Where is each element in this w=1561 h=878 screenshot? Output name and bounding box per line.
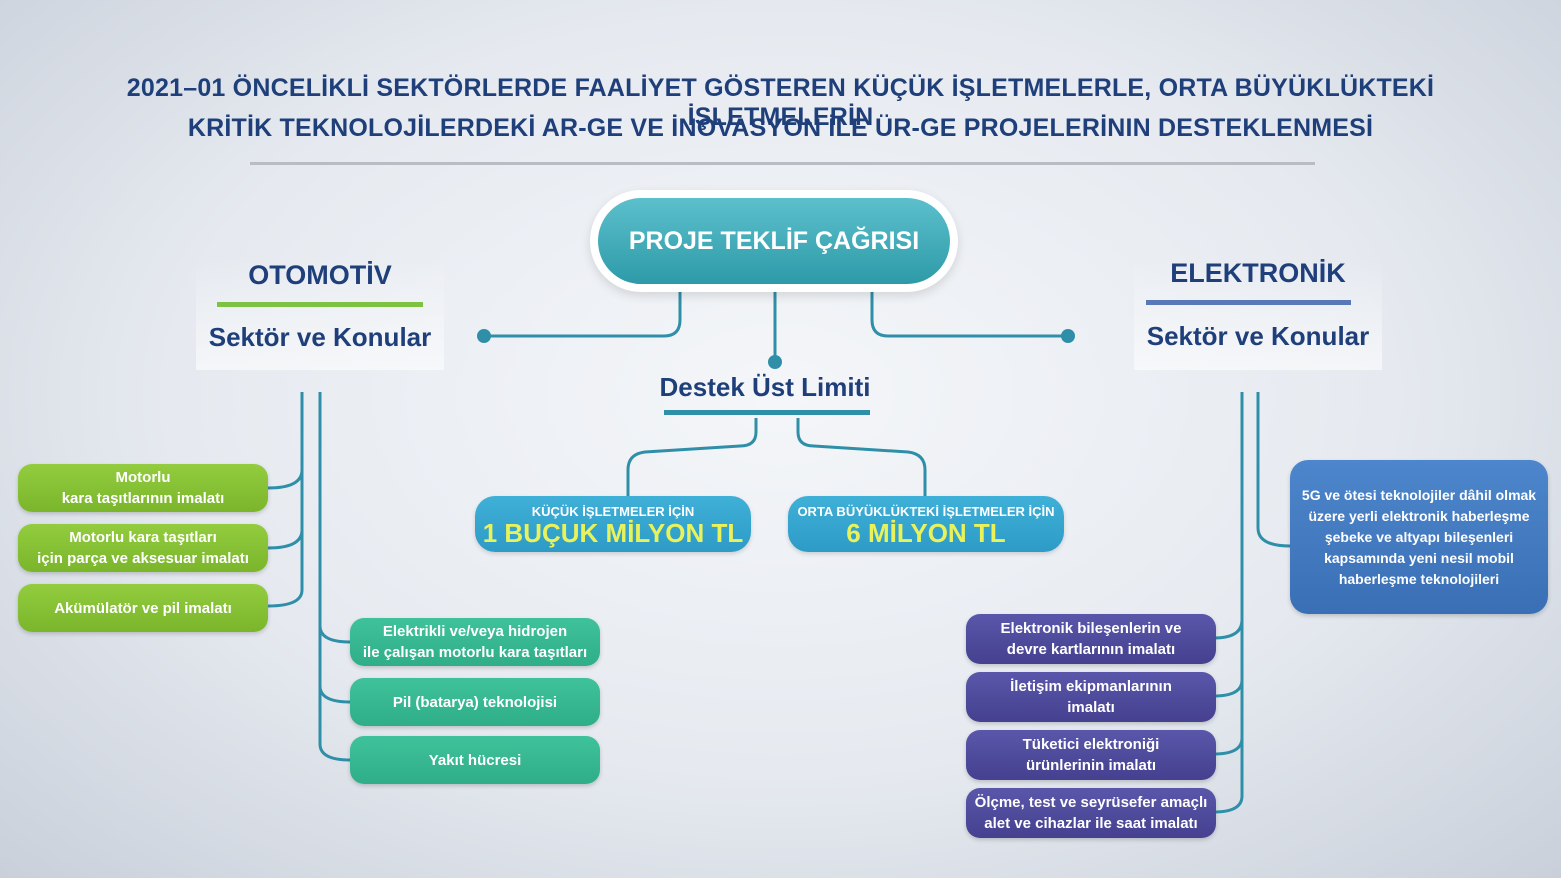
automotive-item-battery-technology: Pil (batarya) teknolojisi bbox=[350, 678, 600, 726]
electronics-item-consumer-electronics: Tüketici elektroniği ürünlerinin imalatı bbox=[966, 730, 1216, 780]
item-text-line: İletişim ekipmanlarının bbox=[1010, 678, 1172, 695]
automotive-subheading: Sektör ve Konular bbox=[208, 322, 432, 352]
connector-limit-small bbox=[626, 418, 758, 496]
page-title-line-1: 2021–01 ÖNCELİKLİ SEKTÖRLERDE FAALİYET G… bbox=[126, 74, 1435, 131]
electronics-item-communication-equipment: İletişim ekipmanlarının imalatı bbox=[966, 672, 1216, 722]
electronics-heading: ELEKTRONİK bbox=[1170, 258, 1346, 288]
connector-green-1 bbox=[267, 392, 304, 490]
automotive-item-vehicle-manufacturing: Motorlu kara taşıtlarının imalatı bbox=[18, 464, 268, 512]
item-text-line: alet ve cihazlar ile saat imalatı bbox=[984, 815, 1198, 832]
item-text-line: devre kartlarının imalatı bbox=[1006, 641, 1176, 658]
item-text-line: için parça ve aksesuar imalatı bbox=[37, 550, 249, 567]
limit-underline bbox=[664, 410, 870, 415]
center-node: PROJE TEKLİF ÇAĞRISI bbox=[590, 190, 958, 292]
medium-business-label: ORTA BÜYÜKLÜKTEKİ İŞLETMELER İÇİN bbox=[797, 504, 1055, 519]
small-business-amount: 1 BUÇUK MİLYON TL bbox=[482, 518, 744, 548]
item-text-line: Akümülatör ve pil imalatı bbox=[54, 599, 232, 617]
item-text-line: 5G ve ötesi teknolojiler dâhil olmak bbox=[1301, 486, 1537, 503]
electronics-underline bbox=[1146, 300, 1351, 305]
automotive-card bbox=[196, 258, 444, 370]
item-text-line: ürünlerinin imalatı bbox=[1025, 757, 1156, 774]
small-business-label: KÜÇÜK İŞLETMELER İÇİN bbox=[531, 504, 695, 519]
connector-purple-1 bbox=[1213, 392, 1244, 640]
item-text-line: Motorlu bbox=[115, 469, 171, 486]
connector-limit-medium bbox=[796, 418, 927, 496]
item-text-line: Ölçme, test ve seyrüsefer amaçlı bbox=[974, 794, 1208, 811]
title-divider bbox=[250, 162, 1315, 165]
item-text-line: ile çalışan motorlu kara taşıtları bbox=[362, 644, 588, 661]
automotive-underline bbox=[217, 302, 423, 307]
electronics-item-components-circuit-boards: Elektronik bileşenlerin ve devre kartları… bbox=[966, 614, 1216, 664]
connector-center-left bbox=[484, 292, 682, 338]
item-text-line: Pil (batarya) teknolojisi bbox=[392, 693, 558, 711]
automotive-item-parts-accessories: Motorlu kara taşıtları için parça ve akse… bbox=[18, 524, 268, 572]
small-business-limit: KÜÇÜK İŞLETMELER İÇİN 1 BUÇUK MİLYON TL bbox=[475, 496, 751, 552]
automotive-heading: OTOMOTİV bbox=[248, 260, 392, 290]
connector-teal-3 bbox=[318, 686, 351, 762]
connector-green-3 bbox=[267, 530, 304, 608]
medium-business-amount: 6 MİLYON TL bbox=[846, 518, 1006, 548]
item-text-line: Elektronik bileşenlerin ve bbox=[1000, 620, 1182, 637]
electronics-item-5g-technologies: 5G ve ötesi teknolojiler dâhil olmak üze… bbox=[1290, 460, 1548, 614]
connector-purple-4 bbox=[1213, 738, 1244, 814]
connector-blue-1 bbox=[1256, 392, 1291, 548]
item-text-line: imalatı bbox=[1067, 699, 1115, 716]
electronics-item-measurement-instruments: Ölçme, test ve seyrüsefer amaçlı alet ve … bbox=[966, 788, 1216, 838]
item-text-line: üzere yerli elektronik haberleşme bbox=[1308, 507, 1530, 524]
connector-dot-left bbox=[477, 329, 491, 343]
medium-business-limit: ORTA BÜYÜKLÜKTEKİ İŞLETMELER İÇİN 6 MİLY… bbox=[788, 496, 1064, 552]
connector-center-right bbox=[870, 292, 1068, 338]
connector-dot-right bbox=[1061, 329, 1075, 343]
connector-dot-center bbox=[768, 355, 782, 369]
item-text-line: şebeke ve altyapı bileşenleri bbox=[1324, 528, 1514, 545]
item-text-line: kapsamında yeni nesil mobil bbox=[1324, 549, 1514, 566]
item-text-line: Elektrikli ve/veya hidrojen bbox=[382, 623, 568, 640]
center-node-label: PROJE TEKLİF ÇAĞRISI bbox=[598, 198, 950, 284]
page-title-line-2: KRİTİK TEKNOLOJİLERDEKİ AR-GE VE İNOVASY… bbox=[187, 114, 1374, 142]
automotive-item-electric-hydrogen-vehicles: Elektrikli ve/veya hidrojen ile çalışan m… bbox=[350, 618, 600, 666]
connector-teal-1 bbox=[318, 392, 351, 644]
electronics-subheading: Sektör ve Konular bbox=[1146, 321, 1370, 351]
electronics-card bbox=[1134, 258, 1382, 370]
item-text-line: Yakıt hücresi bbox=[428, 751, 522, 769]
item-text-line: kara taşıtlarının imalatı bbox=[61, 490, 225, 507]
automotive-item-accumulator-battery: Akümülatör ve pil imalatı bbox=[18, 584, 268, 632]
item-text-line: Tüketici elektroniği bbox=[1022, 736, 1160, 753]
item-text-line: haberleşme teknolojileri bbox=[1338, 570, 1500, 587]
limit-heading: Destek Üst Limiti bbox=[659, 372, 871, 402]
automotive-item-fuel-cell: Yakıt hücresi bbox=[350, 736, 600, 784]
item-text-line: Motorlu kara taşıtları bbox=[69, 529, 217, 546]
